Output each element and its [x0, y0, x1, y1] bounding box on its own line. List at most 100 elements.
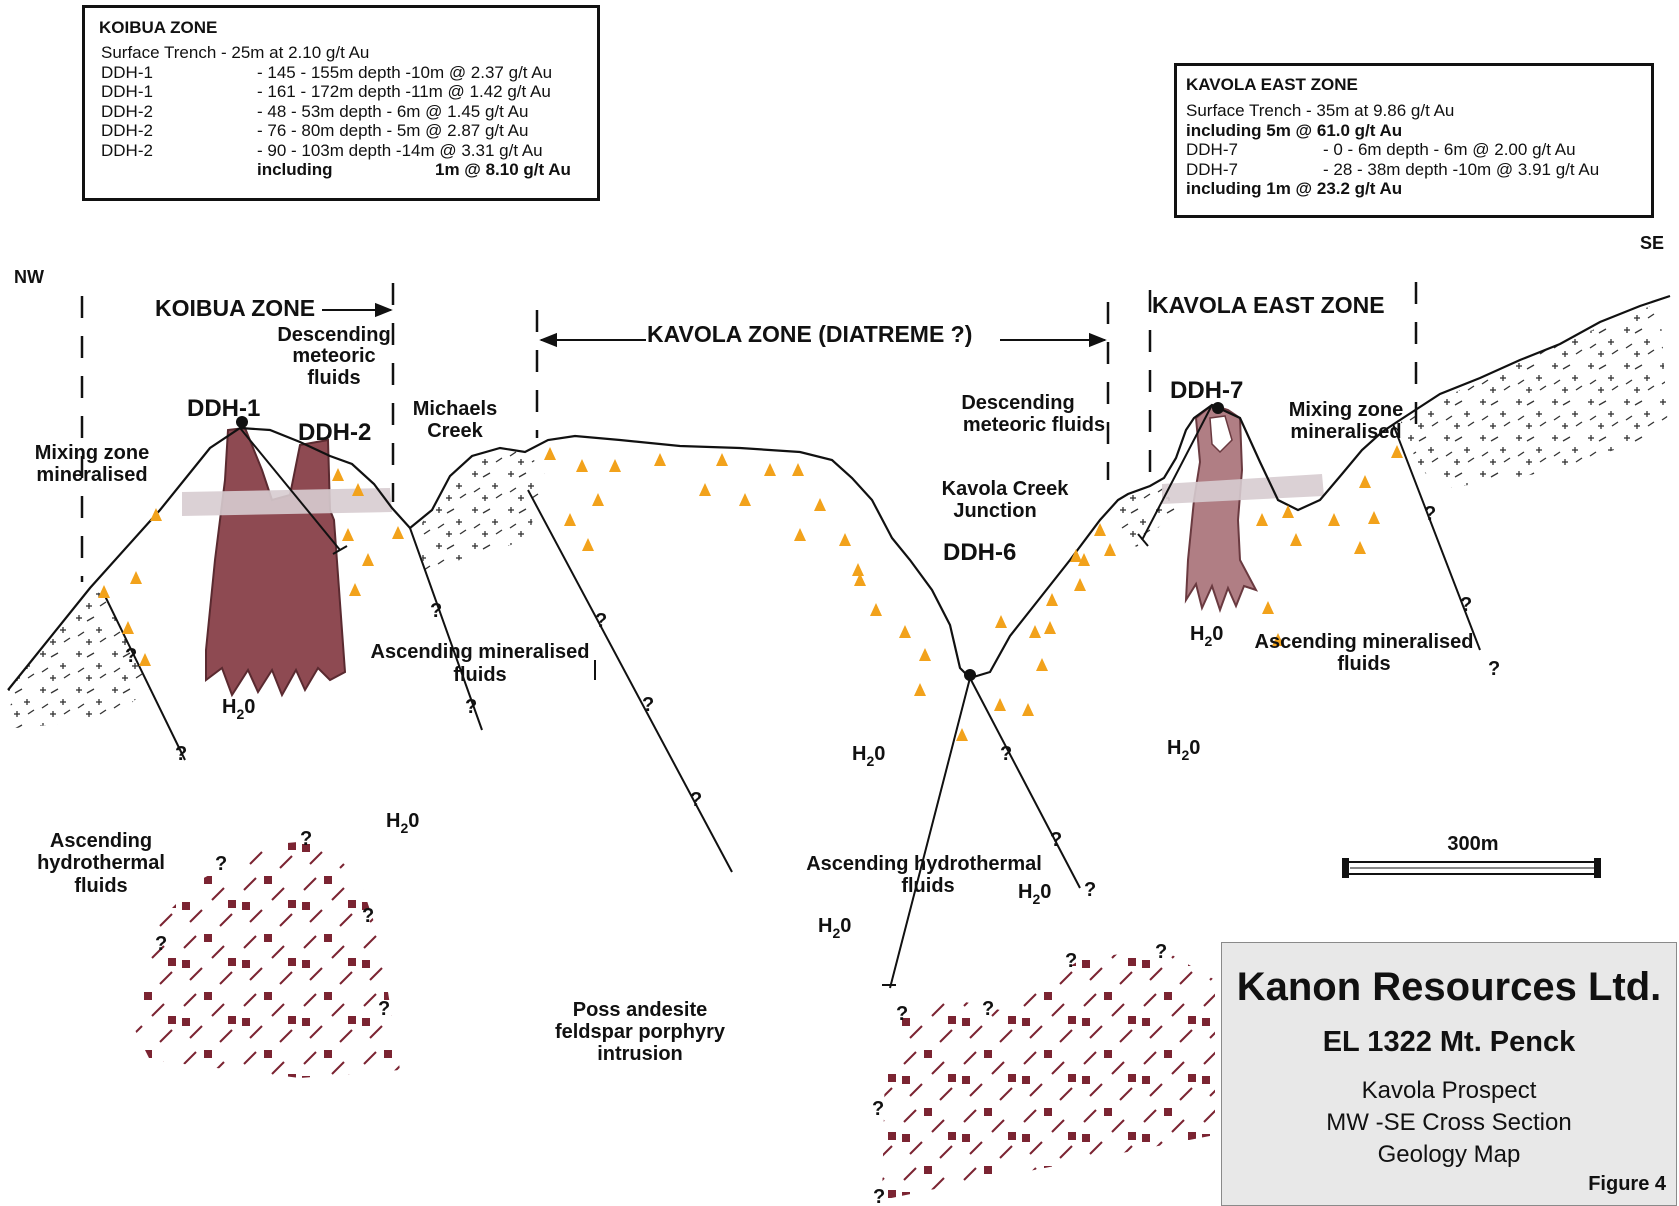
ore-triangle — [899, 625, 911, 638]
ascending-hydrothermal-left-label: fluids — [74, 875, 127, 897]
question-mark: ? — [1050, 829, 1062, 851]
ore-triangle — [870, 603, 882, 616]
se-label: SE — [1640, 233, 1664, 253]
intrusion-label: Poss andesite — [573, 999, 708, 1021]
ore-triangle — [349, 583, 361, 596]
h2o-sub: 2 — [400, 820, 408, 836]
volcanic-unit-nw — [8, 588, 150, 728]
ddh2-label: DDH-2 — [298, 419, 371, 446]
scale-label: 300m — [1447, 833, 1498, 855]
results-row: including 5m @ 61.0 g/t Au — [1186, 121, 1651, 141]
ore-triangle — [122, 621, 134, 634]
koibua-zone-title: KOIBUA ZONE — [155, 295, 315, 321]
ore-triangle — [98, 585, 110, 598]
h2o-h: H — [1018, 881, 1032, 903]
h2o-h: H — [1167, 737, 1181, 759]
oxidation-band-right — [1162, 474, 1324, 504]
results-row-hole: DDH-7 — [1186, 140, 1238, 159]
results-row-hole: DDH-1 — [101, 82, 153, 101]
h2o-h: H — [852, 743, 866, 765]
ore-triangle — [1036, 658, 1048, 671]
h2o-label: H20 — [1190, 623, 1223, 649]
ore-triangle — [592, 493, 604, 506]
kavola-east-zone-title: KAVOLA EAST ZONE — [1152, 292, 1385, 318]
kavola-east-results-box: KAVOLA EAST ZONE Surface Trench - 35m at… — [1174, 63, 1654, 218]
question-mark: ? — [595, 610, 607, 632]
results-row-interval: - 0 - 6m depth - 6m @ 2.00 g/t Au — [1323, 140, 1576, 159]
ore-triangle — [362, 553, 374, 566]
mixing-zone-right-label: mineralised — [1290, 421, 1401, 443]
ddh1-collar — [236, 416, 248, 428]
section-name: MW -SE Cross Section — [1326, 1109, 1572, 1136]
ore-triangle — [332, 468, 344, 481]
ore-triangle — [1046, 593, 1058, 606]
ore-triangle — [1044, 621, 1056, 634]
results-row-hole: DDH-1 — [101, 62, 153, 82]
ore-triangle — [1022, 703, 1034, 716]
ore-triangle — [150, 508, 162, 521]
question-mark: ? — [300, 828, 312, 850]
results-row-hole: DDH-2 — [101, 121, 153, 140]
results-row: DDH-7 - 0 - 6m depth - 6m @ 2.00 g/t Au — [1186, 140, 1651, 160]
h2o-o: 0 — [1212, 623, 1223, 645]
ore-triangle — [956, 728, 968, 741]
h2o-h: H — [386, 810, 400, 832]
nw-label: NW — [14, 267, 44, 287]
figure-number: Figure 4 — [1588, 1173, 1666, 1195]
descending-meteoric-label: fluids — [307, 367, 360, 389]
h2o-sub: 2 — [1032, 891, 1040, 907]
ascending-hydrothermal-left-label: hydrothermal — [37, 852, 165, 874]
h2o-sub: 2 — [236, 706, 244, 722]
ore-triangle — [1328, 513, 1340, 526]
h2o-label: H20 — [1018, 881, 1051, 907]
kavola-east-box-title: KAVOLA EAST ZONE — [1186, 75, 1358, 94]
ore-triangle — [739, 493, 751, 506]
results-row-hole: DDH-2 — [101, 140, 153, 160]
h2o-label: H20 — [386, 810, 419, 836]
mineralisation-symbols — [98, 445, 1403, 741]
ore-triangle — [1262, 601, 1274, 614]
results-row: DDH-1- 145 - 155m depth -10m @ 2.37 g/t … — [101, 63, 597, 83]
h2o-label: H20 — [852, 743, 885, 769]
question-mark: ? — [1065, 950, 1077, 972]
kavola-creek-label: Junction — [953, 500, 1036, 522]
question-mark: ? — [465, 696, 477, 718]
porphyry-block-left — [130, 840, 400, 1078]
ore-triangle — [564, 513, 576, 526]
ascending-hydrothermal-mid-label: Ascending hydrothermal — [806, 853, 1042, 875]
ddh1-label: DDH-1 — [187, 395, 260, 422]
question-mark: ? — [1424, 503, 1436, 525]
question-mark: ? — [690, 789, 702, 811]
faults — [104, 404, 1481, 989]
ore-triangle — [1368, 511, 1380, 524]
h2o-o: 0 — [840, 915, 851, 937]
ore-triangle — [1074, 578, 1086, 591]
ore-triangle — [716, 453, 728, 466]
results-row-interval: - 76 - 80m depth - 5m @ 2.87 g/t Au — [257, 121, 529, 140]
volcanic-unit-se — [1400, 302, 1668, 488]
intrusion-label: feldspar porphyry — [555, 1021, 726, 1043]
ddh6-collar — [964, 669, 976, 681]
results-row: DDH-2 - 76 - 80m depth - 5m @ 2.87 g/t Au — [101, 121, 597, 141]
ore-triangle — [582, 538, 594, 551]
ddh6-label: DDH-6 — [943, 539, 1016, 566]
ore-triangle — [919, 648, 931, 661]
results-row-hole: including 1m @ 23.2 g/t Au — [1186, 179, 1403, 198]
ore-triangle — [794, 528, 806, 541]
mixing-zone-left-label: Mixing zone — [35, 442, 149, 464]
volcanic-unit-michaels — [416, 448, 545, 570]
results-row: DDH-1- 161 - 172m depth -11m @ 1.42 g/t … — [101, 82, 597, 102]
ore-triangle — [839, 533, 851, 546]
ascending-mineralised-left-label: Ascending mineralised — [371, 641, 590, 663]
question-mark: ? — [872, 1098, 884, 1120]
h2o-o: 0 — [408, 810, 419, 832]
ore-triangle — [352, 483, 364, 496]
porphyry-block-right — [882, 948, 1215, 1200]
h2o-sub: 2 — [1181, 747, 1189, 763]
descending-meteoric-label: meteoric — [292, 345, 375, 367]
ore-triangle — [1290, 533, 1302, 546]
question-mark: ? — [896, 1003, 908, 1025]
ore-triangle — [392, 526, 404, 539]
ore-triangle — [814, 498, 826, 511]
